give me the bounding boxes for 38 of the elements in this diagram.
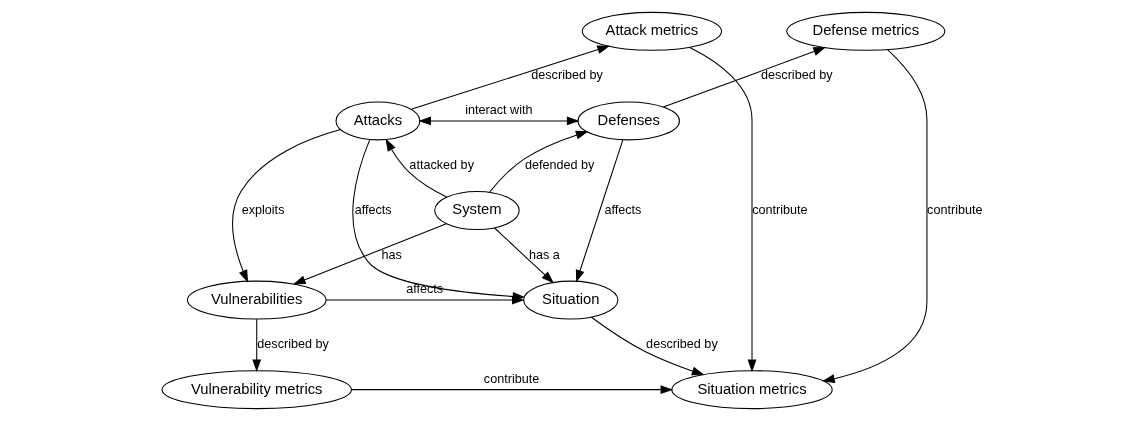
arrow xyxy=(350,385,673,395)
edge-label: described by xyxy=(760,68,833,83)
arrow xyxy=(325,295,525,305)
edge-label: contribute xyxy=(483,371,539,386)
edge-label: contribute xyxy=(926,202,983,217)
edge-label: defended by xyxy=(524,157,594,172)
edge-label: has xyxy=(380,247,402,262)
edge-label: described by xyxy=(530,68,603,83)
edge-label: affects xyxy=(405,282,443,297)
arrow xyxy=(590,316,704,376)
arrow xyxy=(292,223,447,285)
arrow xyxy=(662,47,826,108)
node-ellipse: System xyxy=(433,191,520,230)
edge-label: has a xyxy=(528,247,560,262)
edge-label: affects xyxy=(603,202,641,217)
arrow xyxy=(493,227,554,284)
edge-label: affects xyxy=(354,202,392,217)
edge-label: interact with xyxy=(464,103,533,118)
arrow xyxy=(821,49,927,383)
arrow xyxy=(488,130,588,193)
node-ellipse: Vulnerability metrics xyxy=(161,370,352,410)
arrow xyxy=(417,116,579,126)
edge-label: exploits xyxy=(241,202,284,217)
node-ellipse: Vulnerabilities xyxy=(186,280,327,320)
node-ellipse: Situation xyxy=(522,280,618,320)
arrow xyxy=(575,139,623,283)
arrow xyxy=(410,45,610,110)
edge-label: described by xyxy=(645,337,718,352)
edge-label: attacked by xyxy=(408,157,474,172)
node-ellipse: Attacks xyxy=(334,101,420,141)
arrow xyxy=(251,318,261,373)
node-ellipse: Defense metrics xyxy=(785,11,945,51)
arrow xyxy=(231,129,341,283)
edge-label: contribute xyxy=(751,202,808,217)
node-ellipse: Attack metrics xyxy=(581,11,722,51)
arrow xyxy=(688,46,756,373)
edge-label: described by xyxy=(256,337,329,352)
arrow xyxy=(384,138,447,198)
